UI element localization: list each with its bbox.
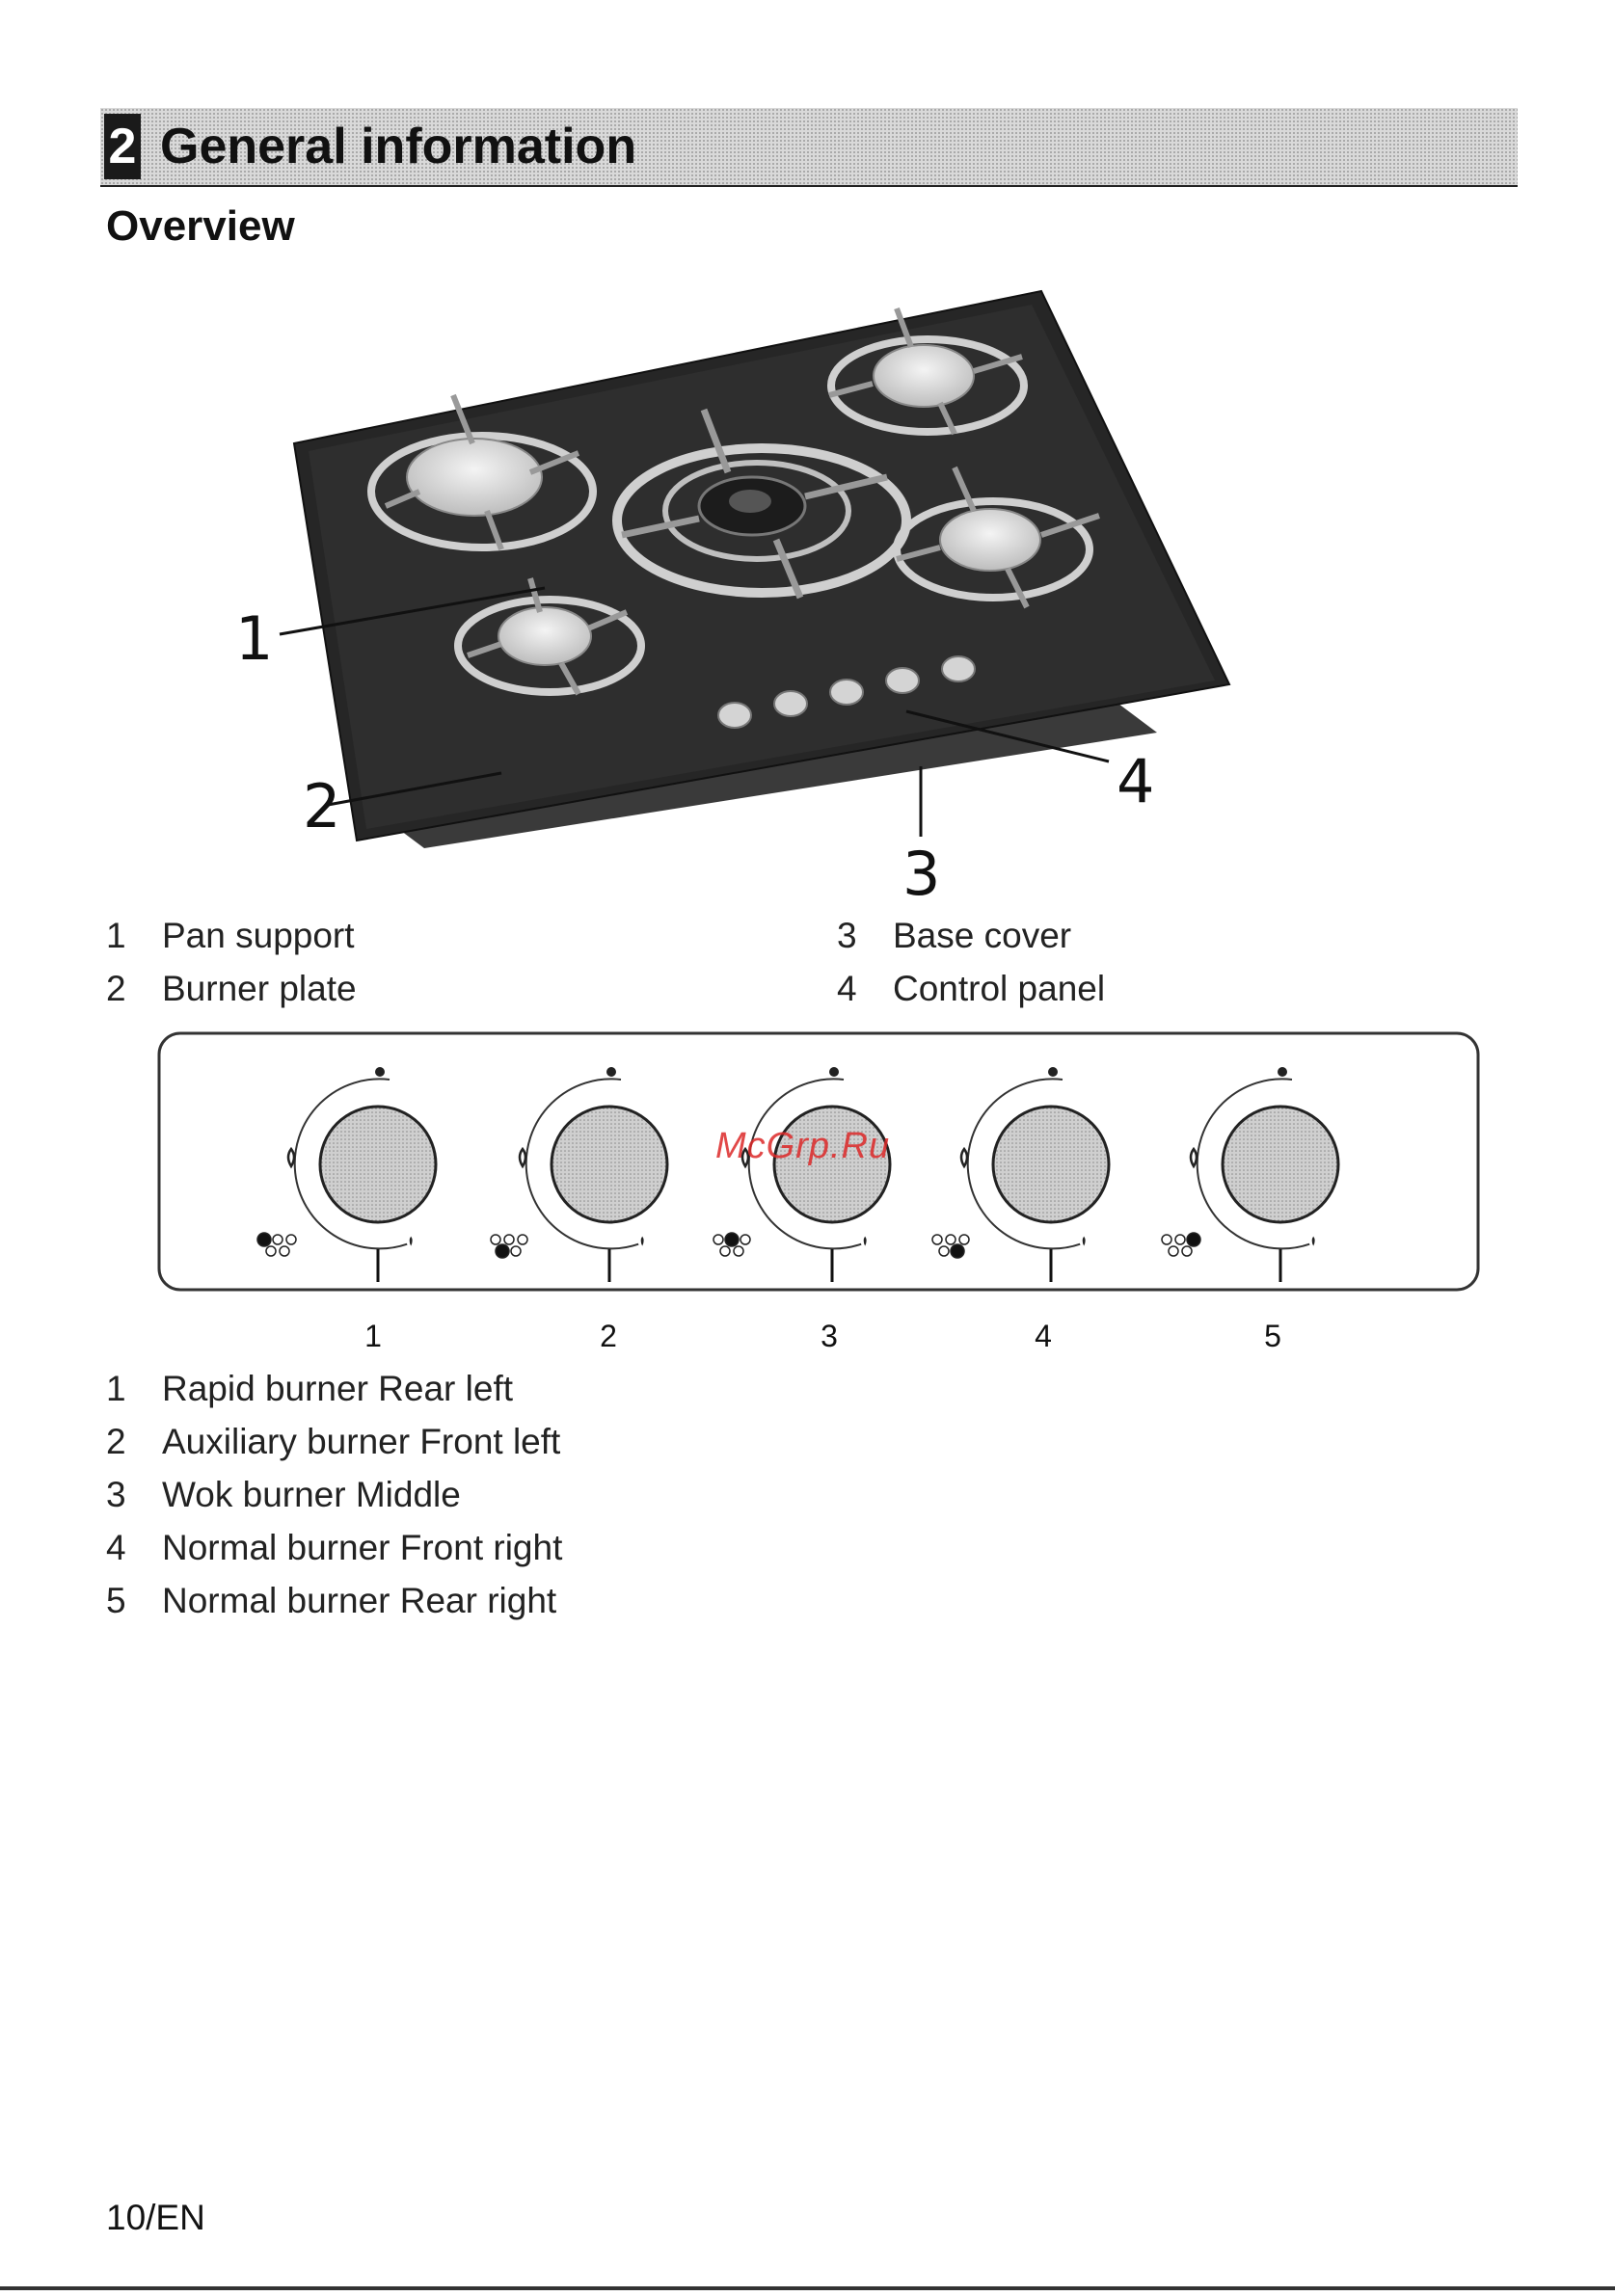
legend-number: 2	[106, 965, 126, 1013]
legend-number: 4	[106, 1524, 126, 1572]
callout-2: 2	[303, 771, 340, 841]
section-number: 2	[104, 114, 141, 179]
legend-number: 1	[106, 912, 126, 960]
watermark: McGrp.Ru	[715, 1126, 890, 1167]
legend-text: Pan support	[162, 912, 355, 960]
legend-text: Base cover	[893, 912, 1071, 960]
callout-3: 3	[902, 839, 940, 909]
legend-text: Wok burner Middle	[162, 1471, 461, 1519]
legend-text: Normal burner Rear right	[162, 1577, 556, 1625]
bottom-rule	[0, 2286, 1615, 2290]
knob-number-1: 1	[354, 1319, 392, 1354]
subtitle-overview: Overview	[106, 202, 295, 251]
legend-text: Normal burner Front right	[162, 1524, 562, 1572]
callout-1: 1	[235, 603, 273, 674]
knob-number-4: 4	[1024, 1319, 1063, 1354]
callout-4: 4	[1117, 746, 1154, 816]
legend-text: Rapid burner Rear left	[162, 1365, 513, 1413]
knob-number-3: 3	[810, 1319, 848, 1354]
knob-number-2: 2	[589, 1319, 628, 1354]
legend-number: 2	[106, 1418, 126, 1466]
legend-number: 3	[837, 912, 857, 960]
knob-number-5: 5	[1253, 1319, 1292, 1354]
legend-text: Burner plate	[162, 965, 357, 1013]
legend-number: 3	[106, 1471, 126, 1519]
legend-number: 5	[106, 1577, 126, 1625]
legend-text: Control panel	[893, 965, 1105, 1013]
legend-number: 1	[106, 1365, 126, 1413]
legend-number: 4	[837, 965, 857, 1013]
control-panel-illustration	[154, 1029, 1485, 1319]
legend-text: Auxiliary burner Front left	[162, 1418, 560, 1466]
page-footer: 10/EN	[106, 2198, 205, 2238]
section-title: General information	[160, 114, 636, 179]
